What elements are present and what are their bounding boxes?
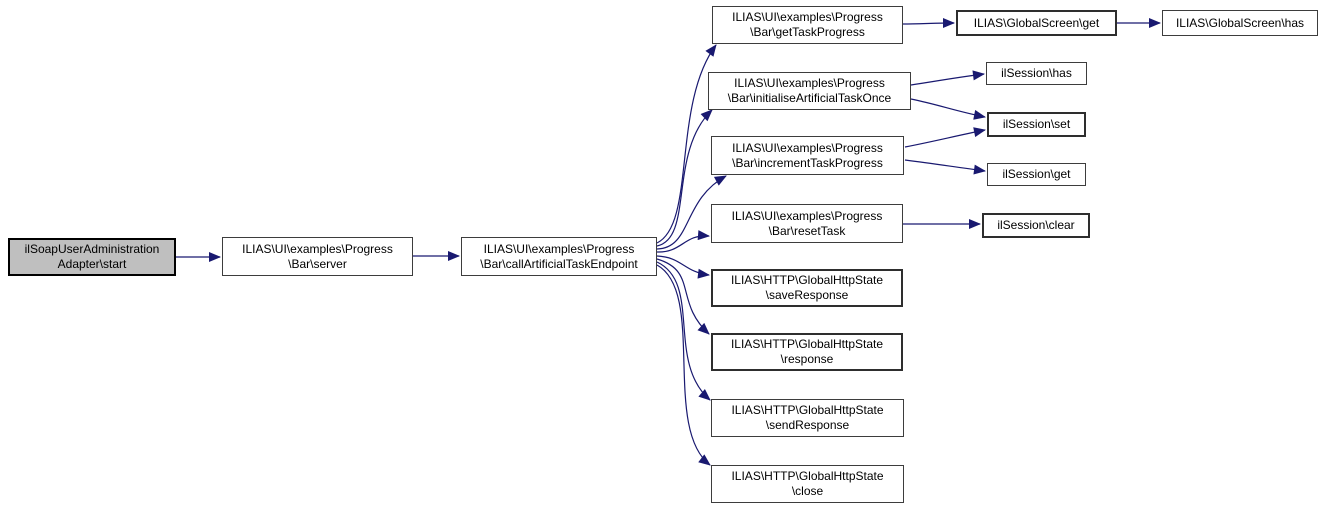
node-label-line1: ILIAS\UI\examples\Progress xyxy=(483,241,635,256)
node-label-line1: ILIAS\UI\examples\Progress xyxy=(731,208,883,223)
node-label-line1: ILIAS\GlobalScreen\has xyxy=(1175,15,1305,30)
node-label-line1: ilSession\clear xyxy=(997,218,1075,232)
node-initialise-artificial-task-once[interactable]: ILIAS\UI\examples\Progress \Bar\initiali… xyxy=(708,72,911,110)
node-ilsession-get[interactable]: ilSession\get xyxy=(987,163,1086,186)
node-call-artificial-task-endpoint[interactable]: ILIAS\UI\examples\Progress \Bar\callArti… xyxy=(461,237,657,276)
node-label-line2: \Bar\getTaskProgress xyxy=(750,25,865,39)
edge-increment-to-ilsession-get xyxy=(904,159,986,175)
edge-getTaskProgress-to-globalscreen-get xyxy=(902,18,955,29)
node-label-line2: \Bar\incrementTaskProgress xyxy=(732,155,883,170)
node-label-line1: ilSoapUserAdministration xyxy=(24,242,160,256)
edge-call-to-getTaskProgress xyxy=(656,44,717,244)
node-increment-task-progress[interactable]: ILIAS\UI\examples\Progress \Bar\incremen… xyxy=(711,136,904,175)
node-label-line1: ILIAS\HTTP\GlobalHttpState xyxy=(731,469,884,483)
node-get-task-progress[interactable]: ILIAS\UI\examples\Progress \Bar\getTaskP… xyxy=(712,6,903,44)
node-send-response[interactable]: ILIAS\HTTP\GlobalHttpState \sendResponse xyxy=(711,399,904,437)
node-close[interactable]: ILIAS\HTTP\GlobalHttpState \close xyxy=(711,465,904,503)
node-label-line2: \Bar\callArtificialTaskEndpoint xyxy=(480,256,638,271)
node-label-line1: ilSession\get xyxy=(1002,167,1071,181)
node-label-line2: \close xyxy=(791,484,824,498)
edge-call-to-saveResponse xyxy=(656,255,710,279)
node-label-line1: ILIAS\GlobalScreen\get xyxy=(973,15,1100,30)
edge-initialise-to-ilsession-set xyxy=(910,98,986,120)
node-label-line1: ilSession\has xyxy=(1001,66,1072,80)
node-label-line1: ILIAS\HTTP\GlobalHttpState xyxy=(731,403,884,417)
node-label-line1: ilSession\set xyxy=(1002,117,1071,131)
node-label-line2: \Bar\resetTask xyxy=(768,223,846,238)
edge-call-to-sendResponse xyxy=(656,261,711,401)
edge-call-to-response xyxy=(656,258,710,335)
node-globalscreen-get[interactable]: ILIAS\GlobalScreen\get xyxy=(956,10,1117,36)
node-label-line2: \sendResponse xyxy=(765,418,850,432)
edge-call-to-initialiseArtificialTaskOnce xyxy=(656,109,713,247)
node-label-line1: ILIAS\HTTP\GlobalHttpState xyxy=(730,337,884,351)
node-label-line1: ILIAS\UI\examples\Progress xyxy=(734,76,885,90)
node-label-line1: ILIAS\UI\examples\Progress xyxy=(242,241,393,256)
edge-call-to-close xyxy=(656,264,711,466)
node-label-line1: ILIAS\UI\examples\Progress xyxy=(732,140,883,155)
edge-initialise-to-ilsession-has xyxy=(910,70,985,86)
node-label-line1: ILIAS\HTTP\GlobalHttpState xyxy=(730,273,884,287)
node-reset-task[interactable]: ILIAS\UI\examples\Progress \Bar\resetTas… xyxy=(711,204,903,243)
node-label-line2: \response xyxy=(780,352,834,366)
node-label-line2: Adapter\start xyxy=(57,257,127,271)
node-ilsession-has[interactable]: ilSession\has xyxy=(986,62,1087,85)
node-label-line2: \Bar\server xyxy=(288,256,347,271)
node-globalscreen-has[interactable]: ILIAS\GlobalScreen\has xyxy=(1162,10,1318,36)
edge-call-to-incrementTaskProgress xyxy=(656,175,727,250)
node-label-line2: \saveResponse xyxy=(765,288,849,302)
node-label-line1: ILIAS\UI\examples\Progress xyxy=(732,10,883,24)
node-label-line2: \Bar\initialiseArtificialTaskOnce xyxy=(727,91,892,105)
node-start[interactable]: ilSoapUserAdministration Adapter\start xyxy=(8,238,176,276)
node-save-response[interactable]: ILIAS\HTTP\GlobalHttpState \saveResponse xyxy=(711,269,903,307)
node-ilsession-clear[interactable]: ilSession\clear xyxy=(982,213,1090,238)
edge-call-to-resetTask xyxy=(656,230,710,253)
node-response[interactable]: ILIAS\HTTP\GlobalHttpState \response xyxy=(711,333,903,371)
edge-increment-to-ilsession-set xyxy=(904,127,986,148)
node-ilsession-set[interactable]: ilSession\set xyxy=(987,112,1086,137)
node-server[interactable]: ILIAS\UI\examples\Progress \Bar\server xyxy=(222,237,413,276)
